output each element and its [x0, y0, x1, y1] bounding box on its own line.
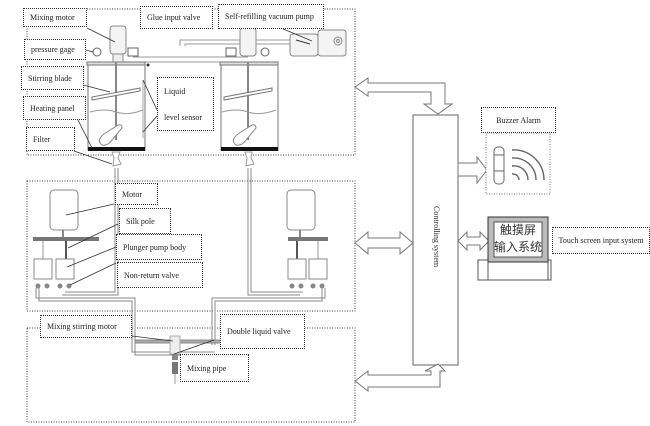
stirring-blade-label: Stirring blade [21, 66, 84, 90]
leader-lines-mixing [131, 335, 215, 355]
touch-screen-cn-line1: 触摸屏 [499, 223, 536, 237]
controlling-system-label: Controlling system [432, 206, 441, 268]
filter-icon [111, 151, 255, 167]
buzzer-alarm-icon [493, 146, 545, 185]
vacuum-pump-icon [289, 29, 347, 57]
mixing-section-box [26, 327, 356, 423]
left-pump-assembly [33, 189, 99, 289]
pump-pipes [35, 168, 326, 345]
heating-panel-label: Heating panel [23, 96, 86, 120]
liquid-level-sensor-label: Liquid level sensor [157, 77, 214, 131]
touch-screen-input-system-label: Touch screen input system [552, 227, 650, 254]
touch-screen-cn-line2: 输入系统 [494, 240, 543, 254]
mixing-motor-label: Mixing motor [23, 8, 87, 27]
buzzer-alarm-label: Buzzer Alarm [481, 107, 556, 133]
silk-pole-label: Silk pole [119, 208, 171, 234]
double-arrow-icon [354, 77, 490, 393]
liquid-level-sensor-line2: level sensor [164, 112, 202, 122]
right-pump-assembly [286, 189, 328, 289]
glue-input-valve-label: Glue input valve [140, 6, 213, 29]
non-return-valve-label: Non-return valve [117, 262, 203, 288]
mixing-stirring-motor-label: Mixing stirring motor [40, 315, 132, 338]
left-tank [86, 25, 150, 151]
pressure-gage-label: pressure gage [24, 39, 86, 60]
liquid-level-sensor-line1: Liquid [164, 86, 186, 96]
touch-screen-icon [477, 216, 552, 281]
leader-lines-pump [65, 203, 119, 286]
filter-label: Filter [26, 127, 75, 151]
self-refilling-vacuum-pump-label: Self-refilling vacuum pump [218, 4, 324, 29]
plunger-pump-body-label: Plunger pump body [116, 234, 202, 260]
motor-label: Motor [115, 183, 158, 205]
mixing-pipe-label: Mixing pipe [180, 354, 249, 382]
controlling-system-box [412, 114, 459, 366]
right-tank [219, 27, 279, 151]
pump-section-box [26, 180, 356, 312]
touch-screen-cn-label: 触摸屏 输入系统 [494, 222, 542, 256]
double-liquid-valve-label: Double liquid valve [220, 314, 305, 349]
mixing-pipe-icon [169, 335, 181, 384]
